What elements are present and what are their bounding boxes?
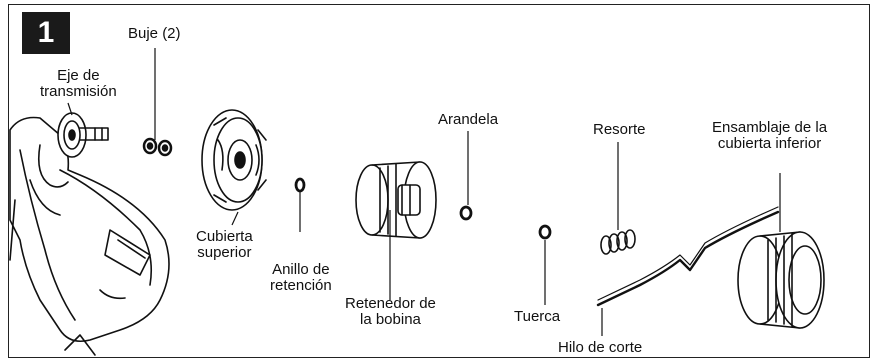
label-ensamblaje-cubierta-inferior: Ensamblaje de la cubierta inferior — [712, 120, 827, 152]
label-cubierta-sup-line2: superior — [197, 244, 252, 261]
label-anillo-de-retencion: Anillo de retención — [270, 262, 332, 294]
label-ensamblaje-line2: cubierta inferior — [717, 135, 822, 152]
diagram-frame — [8, 4, 870, 358]
bushing-drawing — [142, 137, 173, 157]
label-eje-de-transmision: Eje de transmisión — [40, 68, 117, 100]
top-cover-drawing — [201, 109, 267, 211]
label-eje-line1: Eje de — [57, 67, 100, 84]
drive-shaft-drawing — [57, 112, 109, 158]
retention-ring-drawing — [294, 177, 306, 193]
label-ensamblaje-line1: Ensamblaje de la — [712, 119, 828, 136]
cutting-line-drawing — [596, 206, 780, 307]
label-arandela: Arandela — [438, 111, 499, 128]
label-cubierta-sup-line1: Cubierta — [196, 228, 253, 245]
bottom-cover-drawing — [737, 231, 825, 329]
label-buje: Buje (2) — [128, 25, 181, 42]
trimmer-housing-drawing — [9, 116, 170, 356]
label-cubierta-superior: Cubierta superior — [196, 229, 253, 261]
label-resorte: Resorte — [593, 121, 646, 138]
washer-drawing — [459, 205, 473, 221]
label-eje-line2: transmisión — [40, 83, 117, 100]
leader-cubierta-superior — [231, 211, 239, 226]
leader-eje — [67, 102, 73, 116]
nut-drawing — [538, 224, 552, 240]
spool-retainer-drawing — [355, 161, 437, 239]
label-hilo-de-corte: Hilo de corte — [558, 339, 643, 356]
label-anillo-line2: retención — [270, 277, 332, 294]
label-tuerca: Tuerca — [514, 308, 561, 325]
spring-drawing — [600, 229, 636, 255]
label-retenedor-de-la-bobina: Retenedor de la bobina — [345, 296, 436, 328]
label-retenedor-line2: la bobina — [360, 311, 421, 328]
label-retenedor-line1: Retenedor de — [345, 295, 436, 312]
label-anillo-line1: Anillo de — [272, 261, 330, 278]
step-number-badge: 1 — [22, 12, 70, 54]
